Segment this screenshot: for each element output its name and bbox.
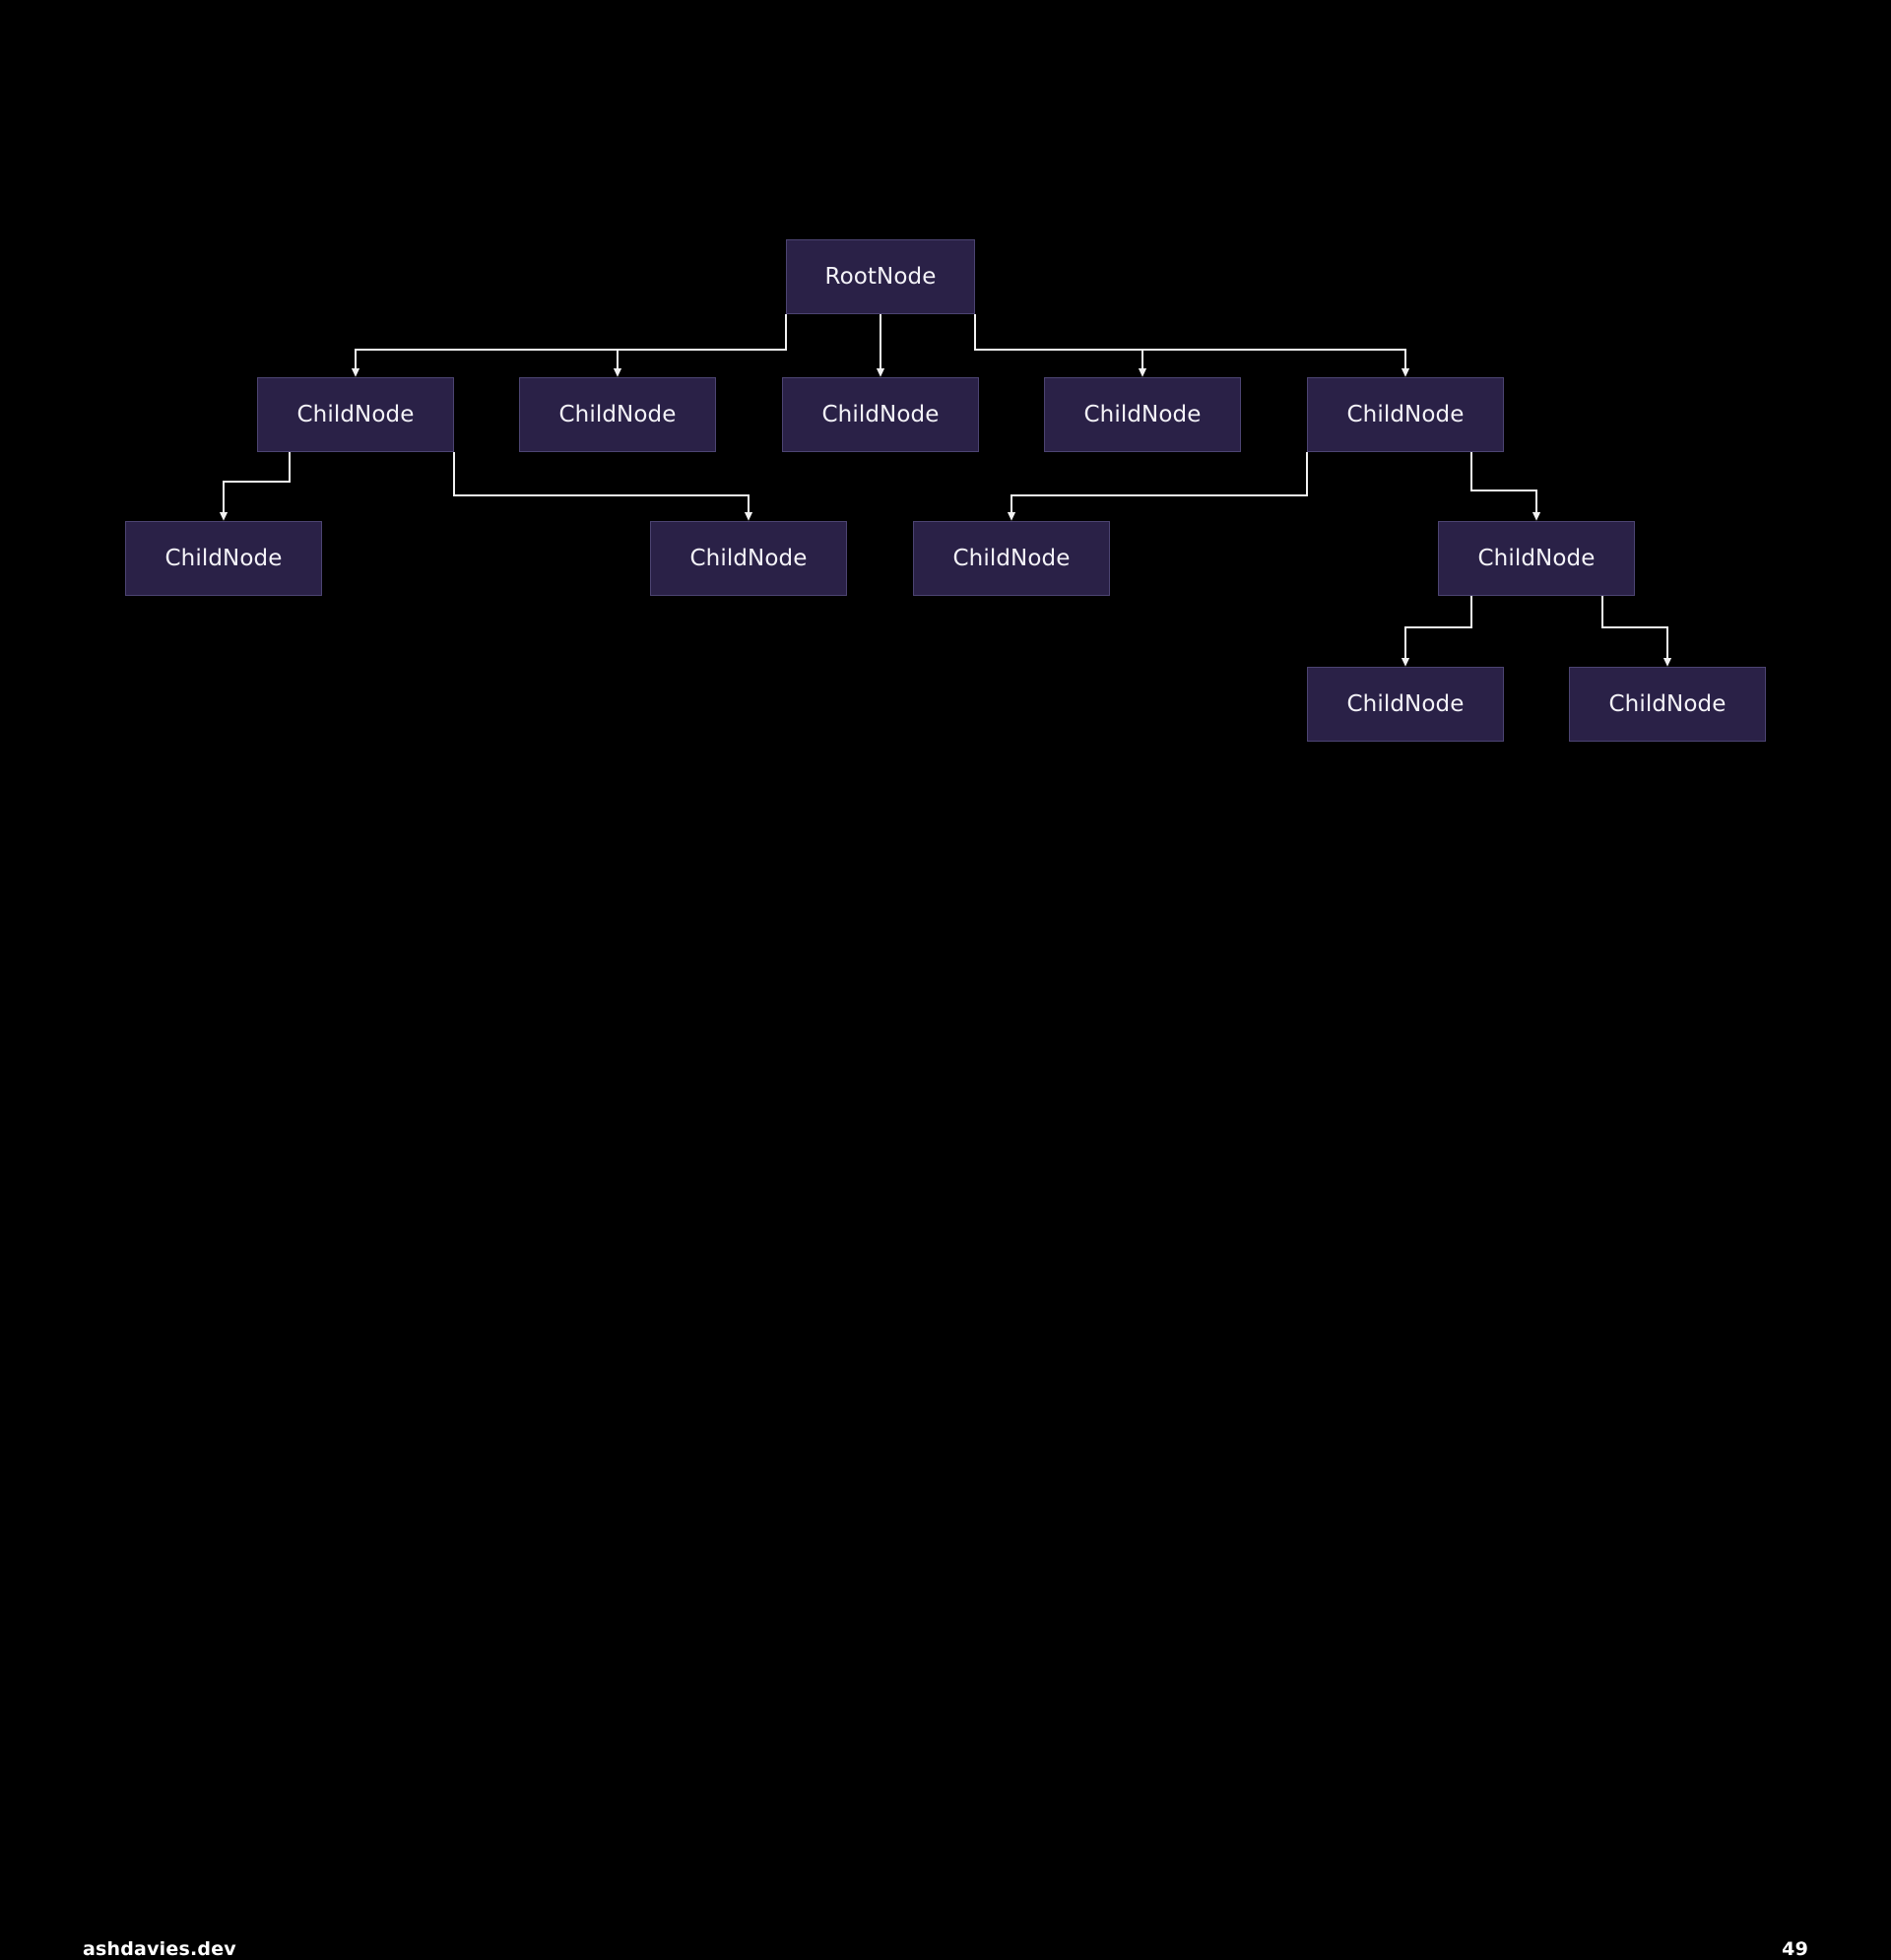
node-root[interactable]: RootNode: [786, 239, 975, 314]
edge-e-c1-g1: [219, 452, 291, 521]
node-leaf-1[interactable]: ChildNode: [1307, 667, 1504, 742]
node-child-2[interactable]: ChildNode: [519, 377, 716, 452]
node-grandchild-4[interactable]: ChildNode: [1438, 521, 1635, 596]
slide-canvas: RootNode ChildNode ChildNode ChildNode C…: [83, 239, 1808, 1960]
node-child-1[interactable]: ChildNode: [257, 377, 454, 452]
edge-e-root-c1: [351, 314, 787, 377]
node-grandchild-4-label: ChildNode: [1477, 545, 1596, 571]
edge-e-g4-h1: [1401, 596, 1472, 667]
node-child-3-label: ChildNode: [821, 401, 940, 427]
footer-page-number: 49: [1782, 1938, 1808, 1960]
edge-e-c5-g4: [1470, 452, 1541, 521]
edge-e-c1-g2: [453, 452, 753, 521]
node-child-5[interactable]: ChildNode: [1307, 377, 1504, 452]
edge-e-root-c4: [974, 314, 1147, 377]
footer-brand: ashdavies.dev: [83, 1938, 236, 1960]
node-grandchild-1-label: ChildNode: [164, 545, 283, 571]
node-leaf-1-label: ChildNode: [1346, 690, 1465, 717]
node-grandchild-3[interactable]: ChildNode: [913, 521, 1110, 596]
tree-diagram: RootNode ChildNode ChildNode ChildNode C…: [125, 239, 1766, 742]
edge-e-root-c5: [974, 314, 1410, 377]
node-grandchild-2[interactable]: ChildNode: [650, 521, 847, 596]
edge-group: [219, 314, 1672, 667]
node-root-label: RootNode: [824, 263, 937, 290]
node-child-1-label: ChildNode: [296, 401, 415, 427]
node-child-4[interactable]: ChildNode: [1044, 377, 1241, 452]
node-child-3[interactable]: ChildNode: [782, 377, 979, 452]
node-child-2-label: ChildNode: [558, 401, 677, 427]
node-child-4-label: ChildNode: [1083, 401, 1202, 427]
node-leaf-2-label: ChildNode: [1608, 690, 1727, 717]
edge-e-root-c2: [613, 314, 787, 377]
node-grandchild-1[interactable]: ChildNode: [125, 521, 322, 596]
edge-e-g4-h2: [1601, 596, 1672, 667]
node-leaf-2[interactable]: ChildNode: [1569, 667, 1766, 742]
node-grandchild-2-label: ChildNode: [689, 545, 808, 571]
node-child-5-label: ChildNode: [1346, 401, 1465, 427]
node-grandchild-3-label: ChildNode: [952, 545, 1071, 571]
edge-e-c5-g3: [1007, 452, 1308, 521]
